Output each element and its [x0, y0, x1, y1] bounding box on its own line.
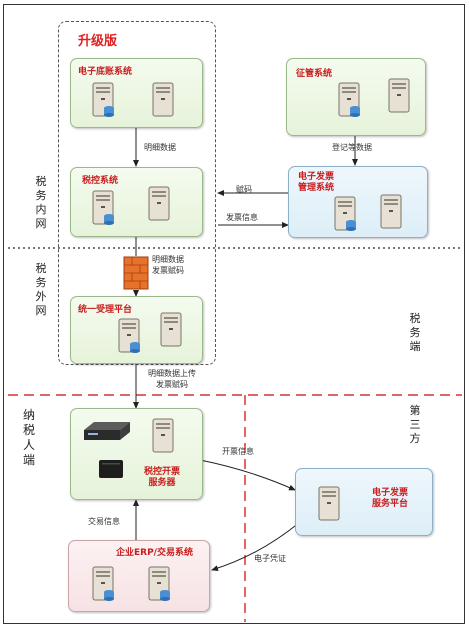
outer-frame — [3, 4, 465, 624]
zone-label-tax-extranet: 税务外网 — [35, 262, 47, 317]
zone-label-third-party: 第三方 — [409, 404, 421, 445]
upgrade-edition-container — [58, 21, 216, 365]
upgrade-edition-label: 升级版 — [78, 34, 118, 49]
arrow-server-service — [199, 459, 296, 491]
invoicing-server-box — [70, 408, 203, 500]
database-server-icon — [338, 82, 360, 117]
arrow-service-erp — [211, 521, 301, 572]
tax-control-device-icon — [84, 422, 130, 440]
server-icon — [152, 82, 174, 117]
server-icon — [148, 186, 170, 221]
tax-disk-icon — [99, 460, 123, 478]
flow-label-detail-data: 明细数据 — [144, 143, 176, 152]
flow-label-assign-code: 赋码 — [236, 185, 252, 194]
einvoice-mgmt-title: 电子发票管理系统 — [298, 172, 335, 193]
server-icon — [388, 78, 410, 113]
firewall-icon — [123, 256, 149, 290]
flow-label-transaction-info: 交易信息 — [88, 517, 120, 526]
ledger-system-box — [70, 58, 203, 128]
server-icon — [152, 418, 174, 453]
flow-label-upload: 明细数据上传发票赋码 — [148, 369, 196, 389]
einvoice-service-box — [295, 468, 433, 536]
server-icon — [160, 312, 182, 347]
database-server-icon — [334, 196, 356, 231]
einvoice-mgmt-box — [288, 166, 428, 238]
tax-control-system-box — [70, 167, 203, 237]
erp-system-title: 企业ERP/交易系统 — [116, 548, 193, 558]
database-server-icon — [118, 318, 140, 353]
collection-system-title: 征管系统 — [296, 69, 333, 79]
database-server-icon — [148, 566, 170, 601]
zone-label-taxpayer-side: 纳税人端 — [22, 408, 35, 467]
tax-control-system-title: 税控系统 — [82, 176, 119, 186]
zone-label-tax-side: 税务端 — [409, 312, 421, 353]
einvoice-service-title: 电子发票服务平台 — [372, 488, 409, 509]
erp-system-box — [68, 540, 210, 612]
flow-label-e-voucher: 电子凭证 — [254, 554, 286, 563]
flow-label-invoice-info: 发票信息 — [226, 213, 258, 222]
invoicing-server-title: 税控开票服务器 — [144, 467, 181, 488]
flow-label-detail-assign: 明细数据发票赋码 — [152, 255, 184, 275]
zone-label-tax-intranet: 税务内网 — [35, 175, 47, 230]
unified-platform-title: 统一受理平台 — [78, 305, 133, 315]
ledger-system-title: 电子底账系统 — [78, 67, 133, 77]
server-icon — [380, 194, 402, 229]
flow-label-issue-info: 开票信息 — [222, 447, 254, 456]
database-server-icon — [92, 190, 114, 225]
flow-label-register-data: 登记等数据 — [332, 143, 372, 152]
database-server-icon — [92, 82, 114, 117]
database-server-icon — [92, 566, 114, 601]
server-icon — [318, 486, 340, 521]
